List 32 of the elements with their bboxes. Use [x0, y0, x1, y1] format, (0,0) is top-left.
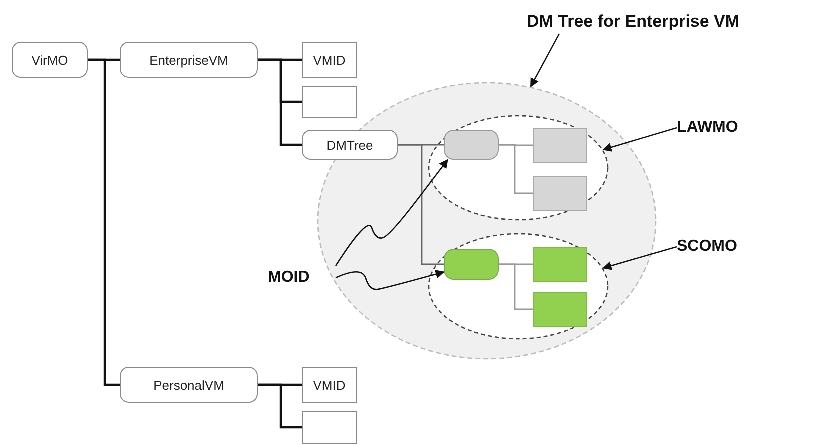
- object-node: [444, 249, 499, 280]
- object-node: [444, 130, 499, 160]
- leader-arrow: [602, 246, 678, 270]
- callout-label: MOID: [268, 266, 336, 290]
- leader-arrow: [336, 270, 445, 290]
- group-ellipse: [428, 233, 609, 340]
- leader-arrow: [602, 127, 678, 152]
- title-text: DM Tree for Enterprise VM: [527, 10, 822, 34]
- leaf-box: VMID: [302, 42, 357, 78]
- tree-node: PersonalVM: [120, 367, 258, 403]
- connector-line: [499, 264, 533, 310]
- connector-line: [499, 144, 533, 194]
- tree-node: EnterpriseVM: [120, 42, 258, 78]
- connector-line: [398, 144, 444, 266]
- empty-box: [302, 411, 357, 444]
- leaf-box: [533, 247, 587, 282]
- leaf-box: [533, 128, 587, 163]
- callout-label: LAWMO: [677, 117, 747, 139]
- callout-label: SCOMO: [677, 236, 752, 258]
- tree-node: VirMO: [12, 42, 88, 78]
- connector-line: [88, 58, 120, 386]
- empty-box: [302, 86, 357, 118]
- connector-line: [258, 58, 302, 146]
- tree-node: DMTree: [302, 130, 398, 160]
- tree-region-ellipse: [317, 82, 657, 360]
- leaf-box: VMID: [302, 367, 357, 403]
- connector-line: [258, 384, 302, 429]
- leader-arrow: [335, 159, 448, 266]
- leader-arrow: [530, 34, 560, 88]
- group-ellipse: [428, 115, 609, 221]
- leaf-box: [533, 292, 587, 327]
- leaf-box: [533, 176, 587, 211]
